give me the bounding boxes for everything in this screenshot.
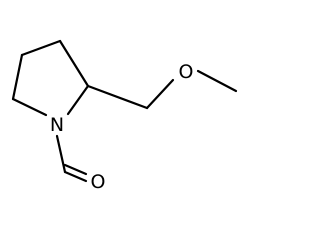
bond-ring-n-c2 [66,84,90,116]
bond-carbonyl-double-outer [63,170,88,183]
carbonyl-oxygen-label: O [91,171,106,193]
bond-ch2-o [145,78,175,110]
bond-ring-c2-c3 [58,39,90,88]
nitrogen-atom-label: N [50,114,64,136]
bond-carbonyl-double-inner [63,163,88,176]
bond-ring-c3-c4 [20,39,62,57]
bond-ring-c5-n [11,97,48,117]
skeletal-formula-diagram: N O O [11,39,238,193]
ether-oxygen-label: O [179,61,194,83]
bond-c2-ch2 [86,84,149,110]
bond-o-methyl [196,69,238,93]
bond-ring-c4-c5 [11,53,24,101]
bond-n-formyl-carbon [55,134,67,174]
